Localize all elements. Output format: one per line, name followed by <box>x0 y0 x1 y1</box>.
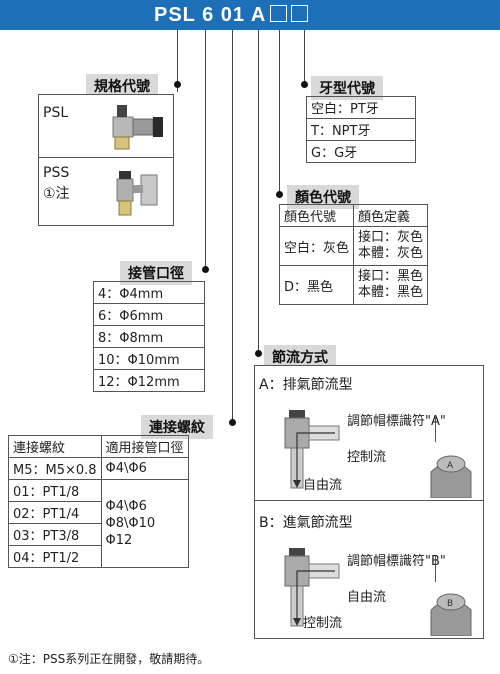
spec-psl-code: PSL <box>43 105 69 121</box>
spec-pss-code: PSS <box>43 165 70 181</box>
merged-line: Φ8\Φ10 <box>105 516 156 531</box>
connector-thread <box>232 30 233 423</box>
flow-a-label: A：排氣節流型 <box>259 377 353 393</box>
dot-tube <box>202 266 209 273</box>
flow-a-pointer <box>435 416 436 442</box>
flow-b-cap: B <box>430 593 472 636</box>
thread-conn-cell: 01：PT1/8 <box>8 479 102 502</box>
flow-b-mark: 調節帽標識符"B" <box>347 554 446 569</box>
flow-a-cap: A <box>430 455 472 498</box>
placeholder-box-1 <box>270 5 288 22</box>
flow-a-mark: 調節帽標識符"A" <box>347 414 446 429</box>
connector-color <box>279 30 280 198</box>
model-code: PSL 6 01 A <box>154 4 309 27</box>
flow-panel: A：排氣節流型 調節帽標識符"A" 控制流 自由流 A B：進氣節流型 調節帽標… <box>254 365 484 639</box>
model-code-text: PSL 6 01 A <box>154 4 267 26</box>
footnote: ①注：PSS系列正在開發，敬請期待。 <box>8 652 210 666</box>
placeholder-box-2 <box>291 5 309 22</box>
thread-conn-table: 連接螺紋 適用接管口徑 M5：M5×0.8 Φ4\Φ6 01：PT1/8 Φ4\… <box>8 435 189 568</box>
thread-conn-cell: 04：PT1/2 <box>8 545 102 568</box>
spec-panel: PSL PSS ①注 <box>38 94 174 226</box>
flow-a-control: 控制流 <box>347 450 387 465</box>
thread-conn-header: 適用接管口徑 <box>100 435 189 458</box>
tube-row: 4：Φ4mm <box>93 281 205 304</box>
tube-row: 8：Φ8mm <box>93 325 205 348</box>
color-def: 接口：灰色 本體：灰色 <box>353 226 429 266</box>
tube-row: 12：Φ12mm <box>93 369 205 392</box>
thread-conn-cell: M5：M5×0.8 <box>8 457 102 480</box>
thread-type-table: 空白：PT牙 T：NPT牙 G：G牙 <box>306 96 416 163</box>
tube-row: 6：Φ6mm <box>93 303 205 326</box>
merged-line: Φ4\Φ6 <box>105 499 147 514</box>
color-def-line: 接口：灰色 <box>358 230 424 245</box>
dot-flow <box>255 350 262 357</box>
color-code: 空白：灰色 <box>278 226 355 266</box>
color-def-line: 接口：黑色 <box>358 269 424 284</box>
color-def: 接口：黑色 本體：黑色 <box>353 265 429 305</box>
color-header: 顏色定義 <box>353 204 429 227</box>
connector-spec <box>177 30 178 92</box>
tube-row: 10：Φ10mm <box>93 347 205 370</box>
color-def-line: 本體：黑色 <box>358 285 424 300</box>
tube-table: 4：Φ4mm 6：Φ6mm 8：Φ8mm 10：Φ10mm 12：Φ12mm <box>93 281 205 392</box>
flow-a-diagram <box>284 410 340 489</box>
flow-a-cap-letter: A <box>447 461 454 471</box>
connector-threadtype <box>304 30 305 88</box>
merged-line: Φ12 <box>105 533 133 548</box>
flow-b-cap-letter: B <box>447 599 453 609</box>
thread-type-row: G：G牙 <box>306 140 416 163</box>
flow-b-diagram <box>284 548 340 627</box>
flow-b-label: B：進氣節流型 <box>259 515 353 531</box>
flow-b-control: 控制流 <box>303 616 343 631</box>
thread-conn-header: 連接螺紋 <box>8 435 102 458</box>
flow-b-pointer <box>435 556 436 582</box>
spec-pss-note: ①注 <box>43 186 70 202</box>
dot-color <box>276 191 283 198</box>
thread-type-row: T：NPT牙 <box>306 118 416 141</box>
thread-conn-merged: Φ4\Φ6 Φ8\Φ10 Φ12 <box>100 479 189 568</box>
thread-conn-cell: 02：PT1/4 <box>8 501 102 524</box>
thread-conn-cell: Φ4\Φ6 <box>100 457 189 480</box>
dot-thread <box>229 419 236 426</box>
color-def-line: 本體：灰色 <box>358 246 424 261</box>
thread-conn-cell: 03：PT3/8 <box>8 523 102 546</box>
color-table: 顏色代號 顏色定義 空白：灰色 接口：灰色 本體：灰色 D：黑色 接口：黑色 本… <box>278 204 429 305</box>
pss-fitting-image <box>116 171 158 216</box>
flow-b-free: 自由流 <box>347 590 387 605</box>
dot-threadtype <box>301 81 308 88</box>
header-bar <box>0 0 500 30</box>
spec-divider <box>39 157 173 158</box>
psl-fitting-image <box>112 105 163 150</box>
dot-spec <box>174 81 181 88</box>
color-header: 顏色代號 <box>278 204 355 227</box>
thread-type-row: 空白：PT牙 <box>306 96 416 119</box>
flow-a-free: 自由流 <box>303 478 343 493</box>
connector-flow <box>258 30 259 352</box>
flow-divider <box>255 500 483 501</box>
color-code: D：黑色 <box>278 265 355 305</box>
connector-tube <box>205 30 206 270</box>
